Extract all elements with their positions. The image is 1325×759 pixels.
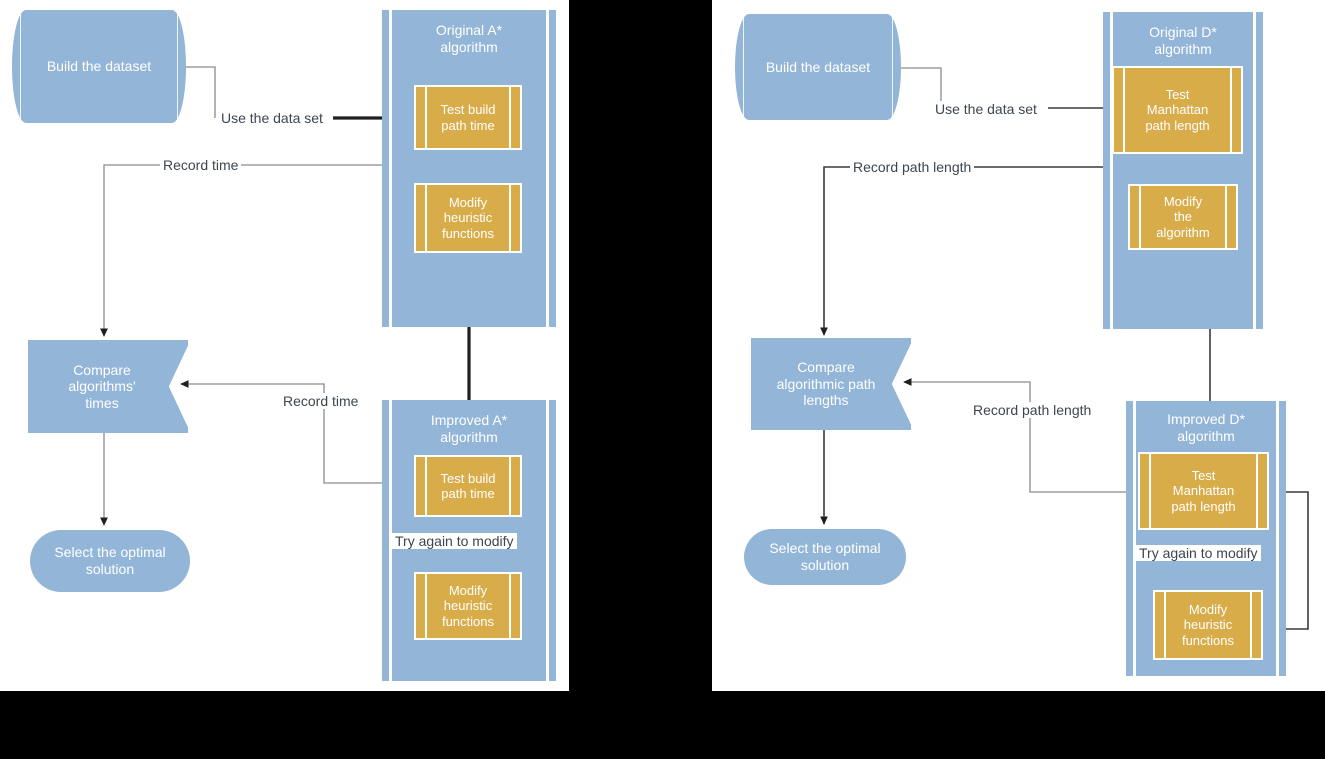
lane-right-stripe <box>546 10 549 327</box>
pbox-right-stripe <box>509 87 511 148</box>
right-improved-step-test-manhattan-path-length[interactable]: Test Manhattan path length <box>1138 452 1269 530</box>
right-label-record-path-length-original: Record path length <box>850 159 975 175</box>
right-original-step-modify-the-algorithm[interactable]: Modify the algorithm <box>1128 184 1238 250</box>
right-label-use-data-set: Use the data set <box>932 101 1040 117</box>
lane-left-stripe <box>1133 401 1136 676</box>
pbox-right-stripe <box>1250 592 1252 658</box>
divider-band-bottom <box>0 691 1325 759</box>
pbox-right-stripe <box>1230 68 1232 152</box>
lane-left-stripe <box>1110 12 1113 329</box>
left-wire-record-time-original <box>100 164 469 337</box>
pbox-left-stripe <box>425 574 427 638</box>
left-original-step2-label: Modify heuristic functions <box>441 195 495 241</box>
left-select-label: Select the optimal solution <box>54 544 166 577</box>
lane-left-stripe <box>389 400 392 681</box>
right-improved-step2-label: Modify heuristic functions <box>1181 602 1235 648</box>
pbox-left-stripe <box>1149 454 1151 528</box>
pbox-left-stripe <box>1139 186 1141 248</box>
left-label-try-again-to-modify: Try again to modify <box>392 533 517 549</box>
pbox-right-stripe <box>1225 186 1227 248</box>
lane-right-stripe <box>1253 12 1256 329</box>
left-improved-step-test-build-path-time[interactable]: Test build path time <box>414 455 522 517</box>
right-label-record-path-length-improved: Record path length <box>970 402 1095 418</box>
left-compare-label: Compare algorithms' times <box>68 361 136 411</box>
left-wire-record-time-improved <box>180 380 406 484</box>
left-label-record-time-original: Record time <box>160 157 242 173</box>
right-original-step1-label: Test Manhattan path length <box>1145 87 1210 133</box>
right-wire-record-path-length-improved <box>903 378 1140 493</box>
right-label-try-again-to-modify: Try again to modify <box>1136 545 1261 561</box>
left-original-lane-title: Original A* algorithm <box>435 22 503 55</box>
lane-right-stripe <box>1276 401 1279 676</box>
lane-left-stripe <box>389 10 392 327</box>
right-select-node[interactable]: Select the optimal solution <box>744 529 906 585</box>
right-improved-step1-label: Test Manhattan path length <box>1171 468 1236 514</box>
left-label-use-data-set: Use the data set <box>218 110 326 126</box>
right-original-lane[interactable]: Original D* algorithm <box>1103 12 1263 329</box>
left-select-node[interactable]: Select the optimal solution <box>30 530 190 592</box>
left-original-step1-label: Test build path time <box>440 102 496 133</box>
cylinder-right-edge <box>177 12 178 121</box>
left-original-step-test-build-path-time[interactable]: Test build path time <box>414 85 522 150</box>
pbox-right-stripe <box>1256 454 1258 528</box>
pbox-right-stripe <box>509 185 511 251</box>
right-improved-lane-title: Improved D* algorithm <box>1167 411 1245 444</box>
right-wire-record-path-length-original <box>820 166 1178 336</box>
right-build-dataset-node[interactable]: Build the dataset <box>735 14 901 120</box>
left-compare-node[interactable]: Compare algorithms' times <box>28 340 188 433</box>
cylinder-right-edge <box>892 16 893 118</box>
divider-band-center <box>569 0 712 691</box>
right-original-lane-title: Original D* algorithm <box>1149 24 1217 57</box>
left-improved-step2-label: Modify heuristic functions <box>441 583 495 629</box>
cylinder-left-edge <box>743 16 744 118</box>
right-original-step2-label: Modify the algorithm <box>1156 194 1210 240</box>
left-improved-step1-label: Test build path time <box>440 470 496 501</box>
left-improved-lane-title: Improved A* algorithm <box>430 412 508 445</box>
right-improved-step-modify-heuristic-functions[interactable]: Modify heuristic functions <box>1153 590 1263 660</box>
cylinder-left-edge <box>20 12 21 121</box>
right-original-step-test-manhattan-path-length[interactable]: Test Manhattan path length <box>1112 66 1243 154</box>
left-build-dataset-label: Build the dataset <box>46 58 152 75</box>
pbox-right-stripe <box>509 457 511 515</box>
right-compare-label: Compare algorithmic path lengths <box>776 359 876 409</box>
pbox-left-stripe <box>425 87 427 148</box>
right-compare-node[interactable]: Compare algorithmic path lengths <box>751 338 911 430</box>
left-improved-step-modify-heuristic-functions[interactable]: Modify heuristic functions <box>414 572 522 640</box>
pbox-left-stripe <box>1164 592 1166 658</box>
right-select-label: Select the optimal solution <box>769 540 881 573</box>
pbox-right-stripe <box>509 574 511 638</box>
left-label-record-time-improved: Record time <box>280 393 362 409</box>
lane-right-stripe <box>546 400 549 681</box>
left-original-lane[interactable]: Original A* algorithm <box>382 10 556 327</box>
pbox-left-stripe <box>425 457 427 515</box>
left-build-dataset-node[interactable]: Build the dataset <box>12 10 186 123</box>
right-build-dataset-label: Build the dataset <box>765 58 871 75</box>
pbox-left-stripe <box>425 185 427 251</box>
left-original-step-modify-heuristic-functions[interactable]: Modify heuristic functions <box>414 183 522 253</box>
pbox-left-stripe <box>1123 68 1125 152</box>
